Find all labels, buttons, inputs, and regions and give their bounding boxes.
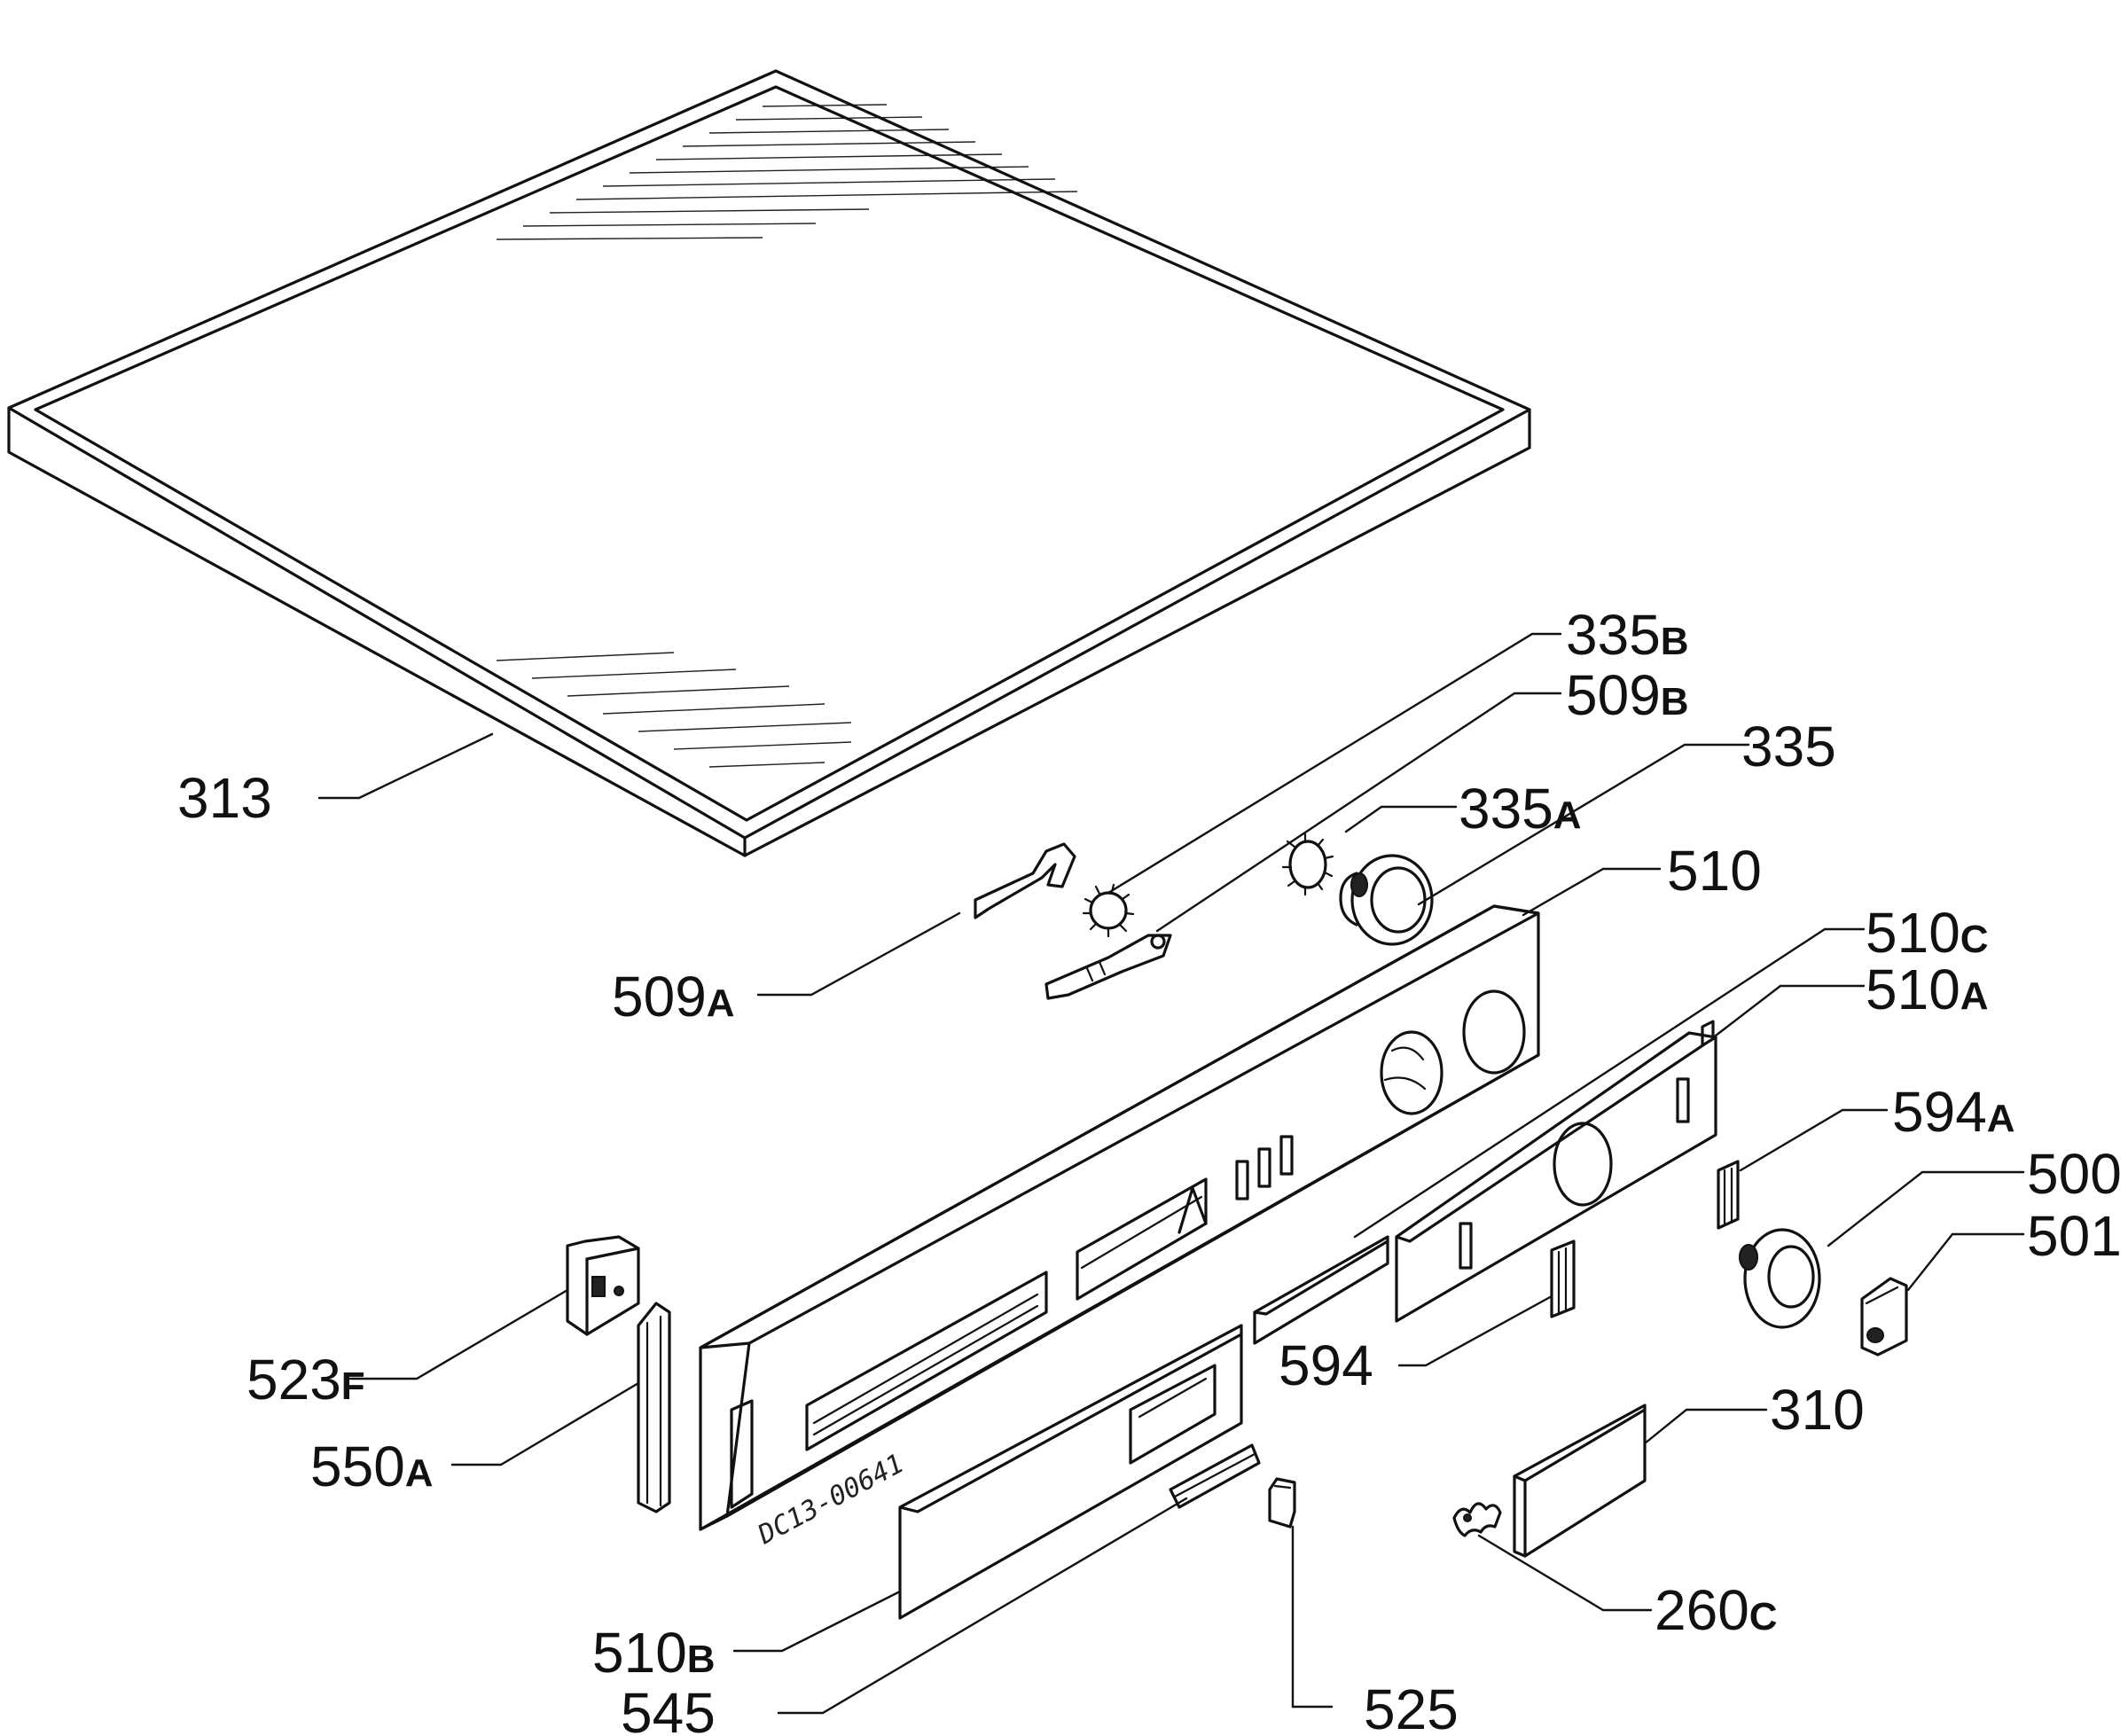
label-594: 594	[1279, 1333, 1373, 1397]
label-510c: 510C	[1866, 901, 1989, 965]
part-501-clip	[1860, 1277, 1908, 1357]
label-523f: 523F	[246, 1348, 365, 1411]
worktop-hatching-bottom	[496, 652, 852, 768]
drawing-code: DC13-00641	[752, 1448, 909, 1551]
part-260c-hinge	[1452, 1502, 1502, 1537]
part-525-cap	[1268, 1477, 1296, 1529]
part-500-ring-knob	[1739, 1228, 1821, 1329]
label-525: 525	[1364, 1677, 1459, 1736]
label-510b: 510B	[592, 1621, 716, 1685]
part-313-worktop	[7, 69, 1531, 857]
label-335b: 335B	[1566, 603, 1689, 667]
part-594-button	[1550, 1239, 1576, 1318]
label-594a: 594A	[1892, 1080, 2015, 1144]
part-594a-button	[1717, 1160, 1740, 1230]
part-545-button	[1169, 1443, 1261, 1509]
part-509a-lever	[974, 842, 1076, 919]
worktop-hatching-top	[496, 104, 1078, 240]
label-335a: 335A	[1459, 777, 1582, 841]
part-510a-fascia	[1395, 1020, 1717, 1323]
part-510c-strip	[1253, 1235, 1389, 1345]
panel-top-lip	[699, 904, 1540, 1349]
part-550a-seal	[637, 1302, 671, 1513]
part-523f-switch	[566, 1235, 640, 1336]
label-510: 510	[1667, 839, 1762, 903]
label-510a: 510A	[1866, 958, 1989, 1021]
label-260c: 260C	[1655, 1578, 1778, 1642]
part-335a-gear	[1281, 833, 1334, 896]
part-510-control-panel: DC13-00641	[699, 904, 1540, 1552]
label-313: 313	[177, 766, 272, 830]
label-335: 335	[1741, 715, 1836, 778]
label-310: 310	[1770, 1378, 1865, 1442]
part-510b-lower-fascia	[898, 1324, 1243, 1620]
part-310-flap	[1513, 1404, 1647, 1558]
label-501: 501	[2027, 1204, 2122, 1268]
worktop-outer-edge	[7, 69, 1531, 840]
label-509a: 509A	[612, 965, 735, 1028]
label-509b: 509B	[1566, 663, 1689, 727]
part-labels: 313 335B 509B 335 335A 510 510C 509A 510…	[177, 603, 2122, 1736]
label-550a: 550A	[310, 1435, 434, 1498]
leader-lines	[317, 632, 2025, 1715]
label-500: 500	[2027, 1142, 2122, 1206]
panel-front-face	[699, 904, 1540, 1531]
label-545: 545	[621, 1681, 716, 1736]
part-335-knob	[1339, 854, 1434, 946]
part-509b-link	[1044, 934, 1172, 1000]
worktop-inner-rim	[34, 85, 1505, 822]
